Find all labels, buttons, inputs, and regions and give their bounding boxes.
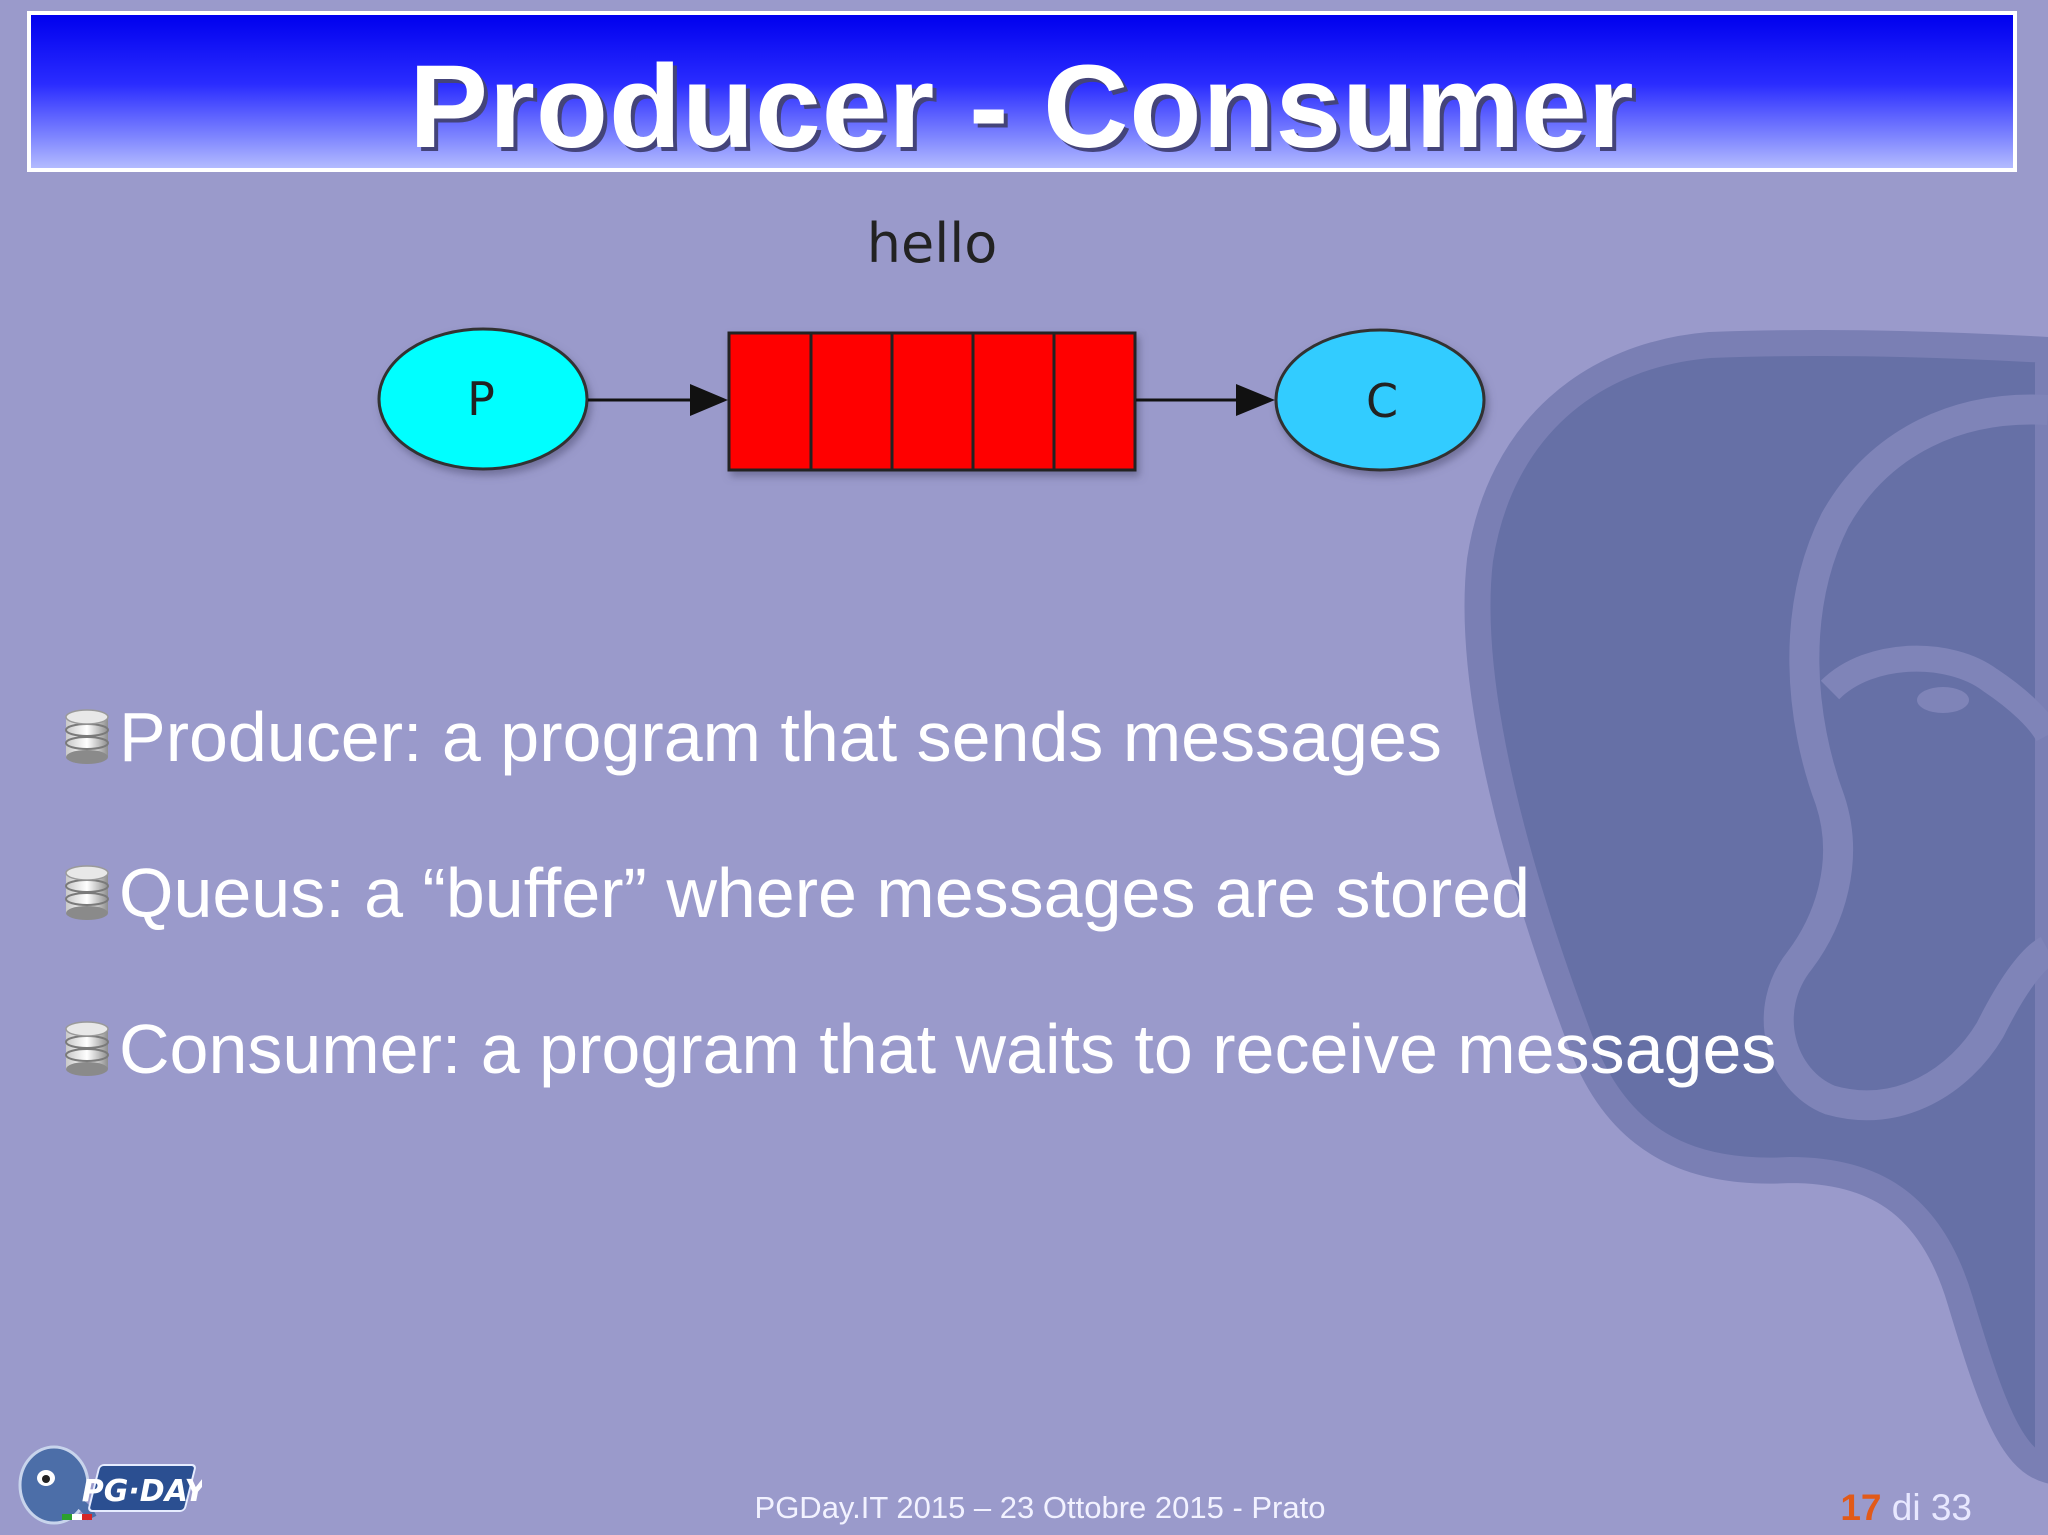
bullet-text: Producer: a program that sends messages [119,698,1442,776]
arrow-head-producer-to-queue [690,384,728,416]
bullet-item: Queus: a “buffer” where messages are sto… [62,853,1530,933]
arrow-head-queue-to-consumer [1236,384,1275,416]
page-separator: di [1891,1487,1921,1528]
database-bullet-icon [65,709,109,764]
page-number: 17 di 33 [1840,1487,1972,1529]
queue-label: hello [867,212,998,275]
logo-text: PG·DAY [82,1474,202,1509]
consumer-node-label: C [1366,374,1398,428]
footer-text: PGDay.IT 2015 – 23 Ottobre 2015 - Prato [754,1490,1326,1525]
producer-consumer-diagram: hello P C [377,212,1486,472]
producer-node-label: P [467,372,495,426]
page-total: 33 [1930,1487,1972,1528]
slide-title: Producer - Consumer [409,41,1635,173]
producer-node [377,327,589,471]
database-bullet-icon [65,865,109,920]
database-bullet-icon [65,1021,109,1076]
pgday-elephant-logo-icon: PG·DAY [18,1445,202,1525]
bullet-text: Consumer: a program that waits to receiv… [119,1010,1777,1088]
title-bar: Producer - Consumer [27,11,2017,172]
bullet-text: Queus: a “buffer” where messages are sto… [119,854,1531,932]
bullet-item: Producer: a program that sends messages [62,697,1442,777]
queue-box [727,331,1137,472]
bullet-item: Consumer: a program that waits to receiv… [62,1009,1776,1089]
page-current: 17 [1840,1487,1882,1528]
consumer-node [1274,328,1486,472]
